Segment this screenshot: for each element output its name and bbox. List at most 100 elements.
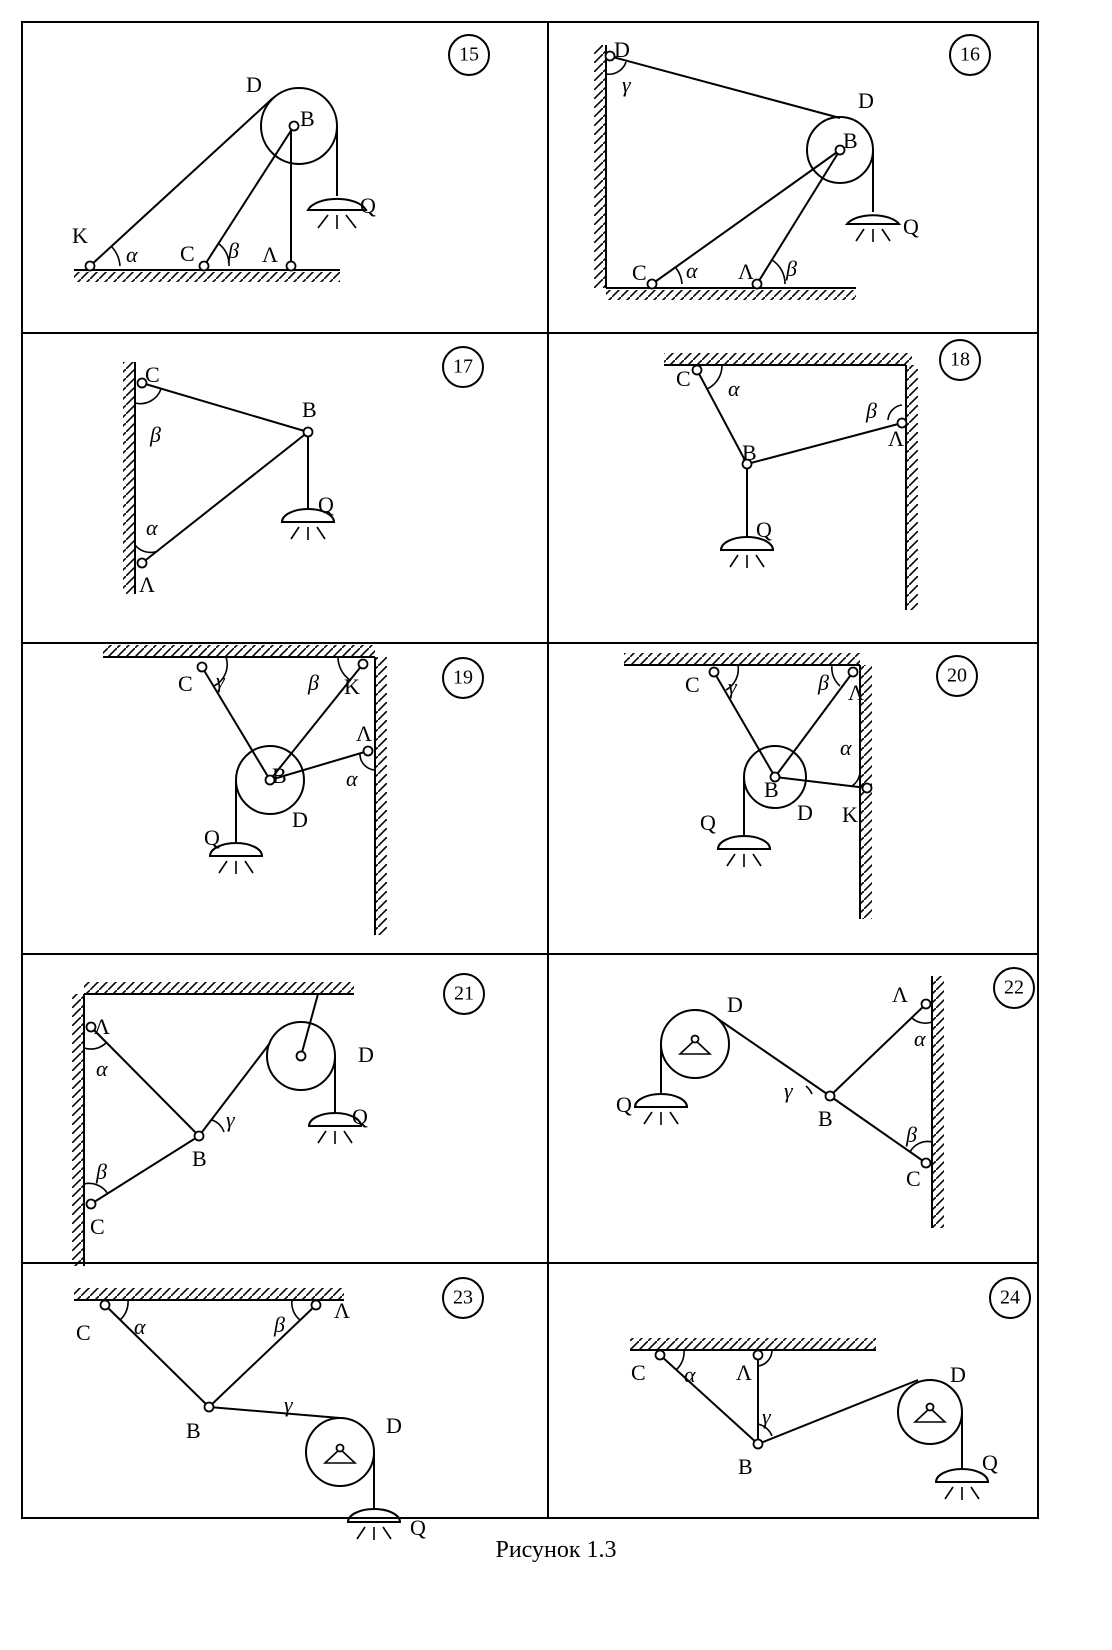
rod-lb (774, 671, 854, 778)
point-label: D (358, 1042, 374, 1067)
point-label: Q (756, 517, 772, 542)
point-label: B (302, 397, 317, 422)
point-label: Q (204, 825, 220, 850)
point-label: Λ (356, 721, 372, 746)
point-label: Q (982, 1450, 998, 1475)
rod-cb (90, 1135, 200, 1205)
point-label: γ (226, 1107, 236, 1132)
rod-kb (774, 776, 868, 789)
load-q (934, 1468, 990, 1483)
rod-cb (713, 671, 776, 778)
point-label: C (632, 260, 647, 285)
load-q (208, 842, 264, 857)
point-label: C (906, 1166, 921, 1191)
point-label: Q (410, 1515, 426, 1540)
load-q (844, 214, 902, 225)
panel-23: 23 C α β Λ B γ D Q (74, 1277, 484, 1540)
point-label: B (843, 128, 858, 153)
point-label: B (186, 1418, 201, 1443)
point-label: C (676, 366, 691, 391)
rod-cb (651, 149, 841, 285)
point-label: Q (903, 214, 919, 239)
rod-lb (829, 1003, 927, 1097)
rod-lb (756, 149, 841, 285)
load-q (633, 1093, 689, 1108)
point-label: β (95, 1159, 107, 1184)
panel-20: 20 C γ β Λ α B D K Q (624, 653, 978, 919)
panel-17: 17 C β B α Λ Q (123, 346, 484, 597)
point-label: Λ (892, 982, 908, 1007)
point-label: α (686, 258, 698, 283)
rod-cb (201, 666, 271, 781)
point-label: β (227, 238, 239, 263)
panel-19: 19 C γ β K Λ α B D Q (103, 645, 484, 935)
point-label: D (950, 1362, 966, 1387)
point-label: K (72, 223, 88, 248)
point-label: α (840, 735, 852, 760)
point-label: Q (318, 492, 334, 517)
point-label: Λ (334, 1298, 350, 1323)
rod-lb (208, 1304, 317, 1408)
point-label: B (738, 1454, 753, 1479)
rod-lb (90, 1026, 200, 1137)
point-label: Λ (848, 680, 864, 705)
point-label: B (192, 1146, 207, 1171)
point-label: D (797, 800, 813, 825)
point-label: γ (284, 1392, 294, 1417)
panel-number: 18 (950, 349, 970, 371)
point-label: α (346, 766, 358, 791)
load-q (719, 536, 775, 551)
rope-dd (608, 55, 841, 119)
point-label: C (685, 672, 700, 697)
point-label: B (764, 777, 779, 802)
panel-number: 15 (459, 44, 479, 66)
point-label: γ (784, 1078, 794, 1103)
point-label: α (96, 1056, 108, 1081)
load-q (346, 1508, 402, 1523)
point-label: β (273, 1312, 285, 1337)
rope-bd (208, 1406, 341, 1419)
point-label: α (126, 242, 138, 267)
rod-cb (141, 382, 309, 433)
point-label: α (728, 376, 740, 401)
point-label: B (272, 763, 287, 788)
rod-lb (141, 431, 309, 564)
panel-number: 21 (454, 983, 474, 1005)
load-q (280, 508, 336, 523)
panel-21: 21 Λ α γ B β C D Q (72, 973, 485, 1266)
panel-15: 15 D B K α C β Λ Q (72, 34, 490, 282)
grid-frame (21, 21, 1039, 1519)
panel-number: 24 (1000, 1287, 1020, 1309)
rope-kd (89, 97, 274, 267)
point-label: C (76, 1320, 91, 1345)
point-label: γ (728, 674, 738, 699)
point-label: γ (762, 1404, 772, 1429)
point-label: γ (216, 668, 226, 693)
rod-lb (746, 422, 903, 465)
point-label: D (386, 1413, 402, 1438)
point-label: Λ (94, 1014, 110, 1039)
point-label: β (865, 398, 877, 423)
rod-cb (104, 1304, 210, 1408)
point-label: Λ (736, 1360, 752, 1385)
pulley-bracket (284, 993, 320, 1057)
rope-db (717, 1018, 831, 1097)
point-label: β (307, 670, 319, 695)
point-label: K (842, 802, 858, 827)
point-label: D (292, 807, 308, 832)
point-label: Q (616, 1092, 632, 1117)
rod-cb (203, 125, 295, 267)
point-label: C (631, 1360, 646, 1385)
panel-number: 16 (960, 44, 980, 66)
rope-bd (198, 1042, 271, 1137)
point-label: B (300, 106, 315, 131)
point-label: Λ (888, 426, 904, 451)
rod-cb (696, 369, 748, 465)
point-label: α (914, 1026, 926, 1051)
panel-number: 17 (453, 356, 473, 378)
point-label: γ (622, 72, 632, 97)
point-label: β (785, 256, 797, 281)
pulley-d (897, 1379, 963, 1445)
load-q (306, 197, 368, 211)
